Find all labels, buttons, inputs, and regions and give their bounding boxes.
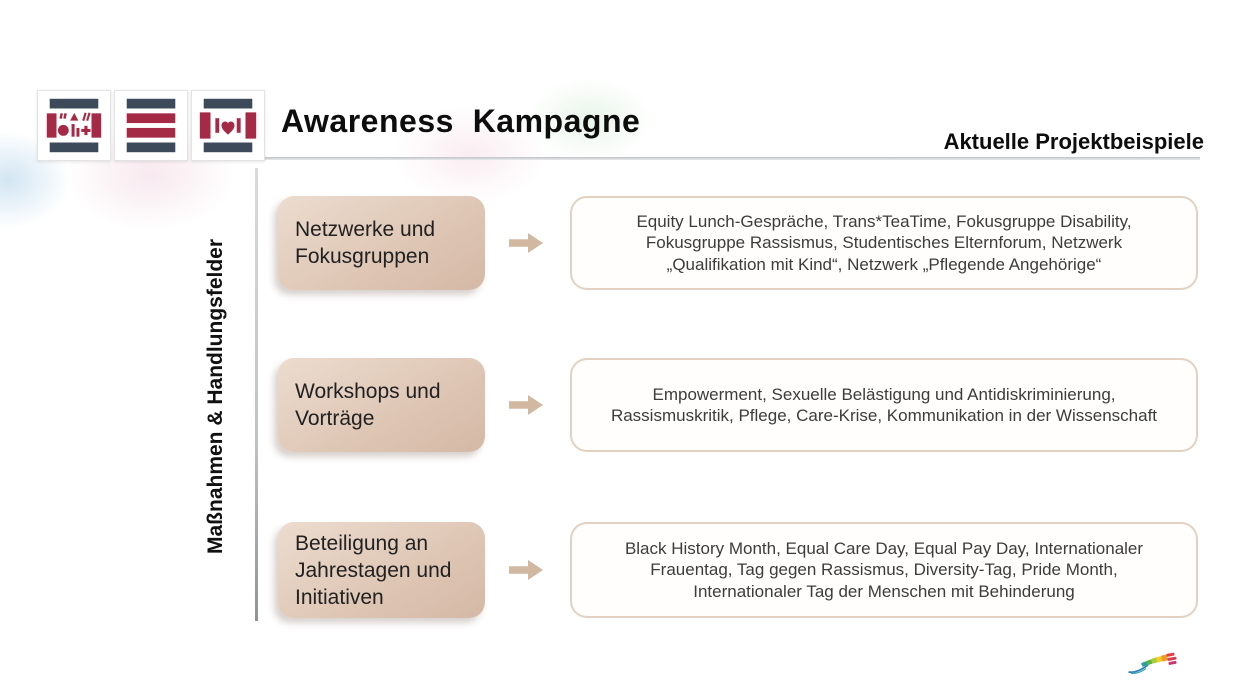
examples-box: Equity Lunch-Gespräche, Trans*TeaTime, F… <box>570 196 1198 290</box>
category-box: Workshops und Vorträge <box>278 358 485 452</box>
page-title: Awareness Kampagne <box>281 103 641 139</box>
category-box: Beteiligung an Jahrestagen und Initiativ… <box>278 522 485 618</box>
block-arrow-right-icon <box>509 559 543 581</box>
logo-heart-icon <box>191 90 265 161</box>
block-arrow-right-icon <box>509 394 543 416</box>
vertical-divider <box>255 168 258 621</box>
examples-box: Black History Month, Equal Care Day, Equ… <box>570 522 1198 618</box>
logo-strip <box>37 90 265 161</box>
examples-text: Black History Month, Equal Care Day, Equ… <box>624 538 1144 601</box>
rainbow-swoosh-icon <box>1127 645 1185 677</box>
block-arrow-right-icon <box>509 232 543 254</box>
category-box: Netzwerke und Fokusgruppen <box>278 196 485 290</box>
category-label: Workshops und Vorträge <box>295 380 441 430</box>
logo-symbols-icon <box>37 90 111 161</box>
category-label: Netzwerke und Fokusgruppen <box>295 218 436 268</box>
page-subtitle: Aktuelle Projektbeispiele <box>943 129 1204 154</box>
examples-box: Empowerment, Sexuelle Belästigung und An… <box>570 358 1198 452</box>
title-underline <box>262 157 1200 160</box>
row-workshops: Workshops und Vorträge Empowerment, Sexu… <box>0 358 1260 452</box>
examples-text: Empowerment, Sexuelle Belästigung und An… <box>610 384 1158 426</box>
examples-text: Equity Lunch-Gespräche, Trans*TeaTime, F… <box>636 211 1132 274</box>
logo-stripes-icon <box>114 90 188 161</box>
row-netzwerke: Netzwerke und Fokusgruppen Equity Lunch-… <box>0 196 1260 290</box>
category-label: Beteiligung an Jahrestagen und Initiativ… <box>295 531 452 609</box>
row-jahrestage: Beteiligung an Jahrestagen und Initiativ… <box>0 522 1260 618</box>
